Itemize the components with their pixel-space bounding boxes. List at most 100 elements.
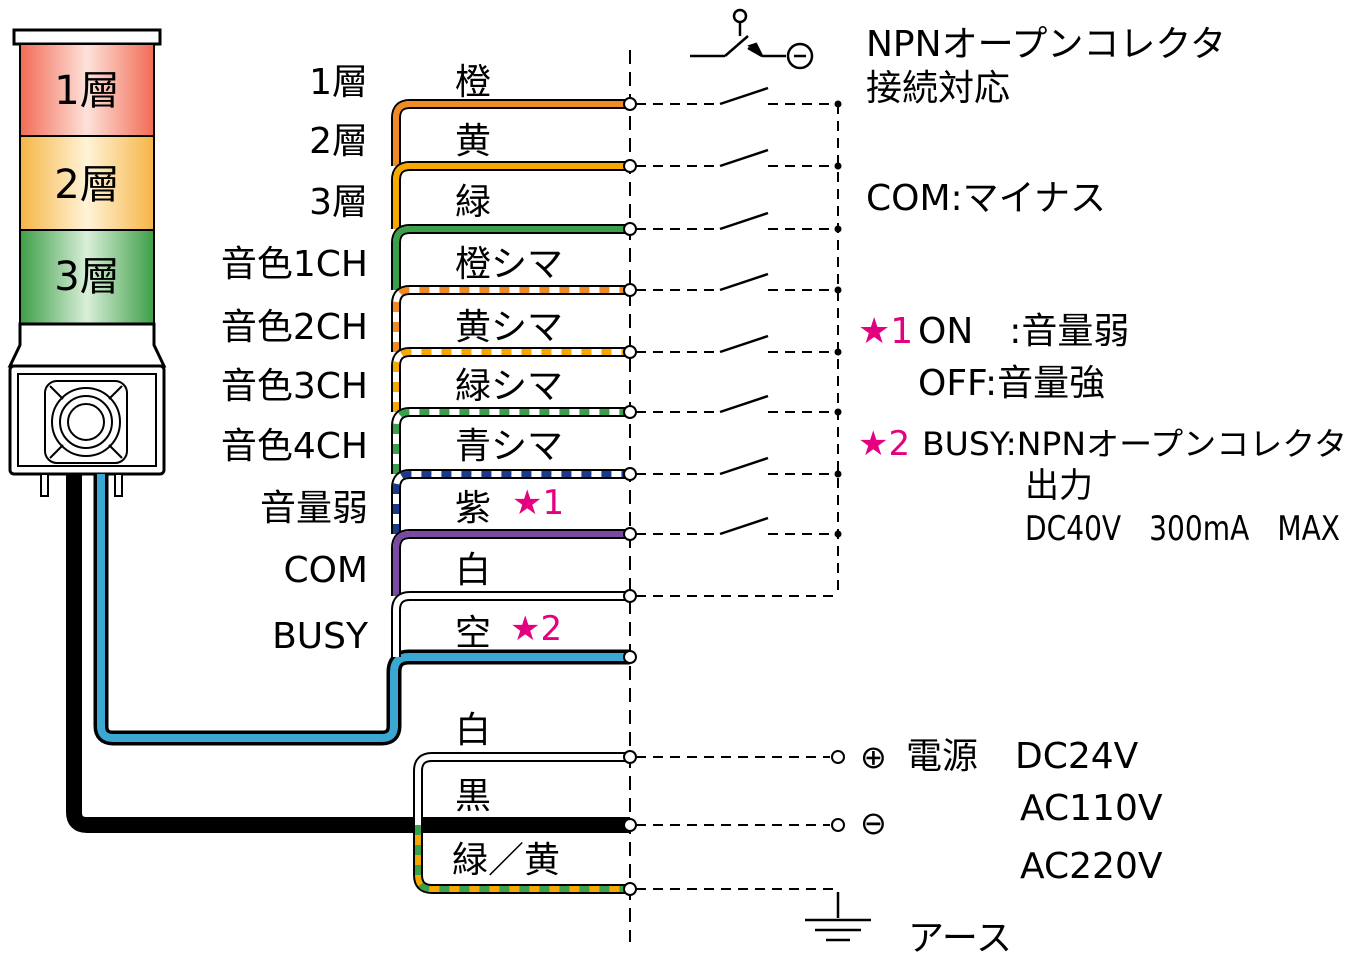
tier-3-label: 3層: [54, 254, 119, 300]
signal-cable: [97, 474, 630, 742]
signal-wire-2-stripe: [393, 163, 630, 229]
function-label-4: 音色1CH: [221, 244, 368, 285]
function-label-10: BUSY: [272, 616, 369, 657]
signal-wire-1-stripe: [393, 101, 630, 166]
signal-wire-7-stripe: [393, 471, 630, 534]
terminal-5: [623, 345, 637, 359]
note1-line1: ON :音量弱: [918, 311, 1129, 352]
buzzer-frame: [17, 373, 157, 467]
cable-group: [66, 99, 630, 894]
function-label-3: 3層: [309, 182, 368, 223]
power-plus-icon: ⊕: [860, 738, 887, 776]
switch-contact-5: [719, 334, 769, 354]
function-labels: 1層 2層 3層 音色1CH 音色2CH 音色3CH 音色4CH 音量弱 COM…: [221, 62, 369, 657]
power-ac110v: AC110V: [1020, 788, 1163, 829]
tier-2-label: 2層: [54, 162, 119, 208]
wire-label-10: 空: [455, 613, 491, 654]
power-wire-1-base: [415, 754, 630, 825]
signal-wire-1-outline: [391, 99, 630, 166]
signal-wire-3-stripe: [393, 226, 630, 290]
terminal-10: [623, 650, 637, 664]
tower-neck: [7, 322, 167, 368]
terminal-2: [623, 159, 637, 173]
note1-star: ★1: [858, 311, 913, 352]
terminal-3: [623, 222, 637, 236]
terminal-6: [623, 405, 637, 419]
wire-label-3: 緑: [455, 182, 491, 223]
tier-2-lens: [19, 135, 155, 231]
wire-label-10-mark: ★2: [510, 609, 562, 649]
power-terminal-1: [831, 750, 845, 764]
tier-1-lens: [19, 43, 155, 137]
function-label-8: 音量弱: [260, 488, 368, 529]
mounting-screws: [40, 473, 123, 497]
switch-node-4: [834, 286, 842, 294]
wire-label-8: 紫: [455, 488, 491, 529]
wire-label-6: 緑シマ: [455, 366, 563, 407]
signal-wire-9-base: [393, 593, 630, 657]
speaker-icon: [44, 380, 128, 464]
earth-label: アース: [908, 918, 1012, 959]
signal-wire-6-stripe: [393, 409, 630, 474]
signal-wire-8-base: [393, 531, 630, 596]
signal-wire-2-outline: [391, 161, 630, 229]
power-wire-1-outline: [413, 752, 630, 825]
signal-wire-8-stripe: [393, 531, 630, 596]
switch-contact-6: [719, 394, 769, 414]
wire-label-9: 白: [455, 550, 491, 591]
power-dc24v: DC24V: [1015, 736, 1139, 777]
terminal-7: [623, 467, 637, 481]
terminal-9: [623, 589, 637, 603]
note2-line1: BUSY:NPNオープンコレクタ: [922, 425, 1347, 463]
earth-ground-icon: [805, 892, 871, 942]
function-label-6: 音色3CH: [221, 366, 368, 407]
switch-node-7: [834, 470, 842, 478]
npn-note-line1: NPNオープンコレクタ: [866, 24, 1226, 65]
com-note: COM:マイナス: [866, 178, 1106, 219]
terminal-8: [623, 527, 637, 541]
tier-1-label: 1層: [54, 68, 119, 114]
terminal-11: [623, 750, 637, 764]
function-label-1: 1層: [309, 62, 368, 103]
npn-note-line2: 接続対応: [866, 68, 1010, 109]
note2-line3: DC40V 300mA MAX: [1025, 509, 1340, 549]
power-ac220v: AC220V: [1020, 846, 1163, 887]
wire-label-1: 橙: [455, 62, 491, 103]
power-terminal-2: [831, 818, 845, 832]
wire-color-labels: 橙 黄 緑 橙シマ 黄シマ 緑シマ 青シマ 紫 ★1 白 空 ★2 白 黒 緑／…: [452, 62, 564, 881]
signal-wire-8-outline: [391, 529, 630, 596]
note1-line2: OFF:音量強: [918, 363, 1105, 404]
signal-wire-1-base: [393, 101, 630, 166]
npn-symbol: [690, 8, 814, 70]
switch-contact-7: [719, 456, 769, 476]
power-minus-icon: ⊖: [860, 804, 887, 842]
note2-star: ★2: [858, 424, 910, 464]
signal-wire-5-stripe: [393, 349, 630, 412]
wire-label-2: 黄: [455, 121, 491, 162]
switch-contact-1: [719, 86, 769, 106]
power-label: 電源: [906, 736, 978, 777]
switch-contact-3: [719, 211, 769, 231]
wire-label-7: 青シマ: [455, 426, 563, 467]
power-wire-label-2: 黒: [455, 776, 491, 817]
signal-wire-4-stripe: [393, 287, 630, 352]
switch-contact-2: [719, 148, 769, 168]
function-label-5: 音色2CH: [221, 307, 368, 348]
terminal-13: [623, 882, 637, 896]
function-label-7: 音色4CH: [221, 426, 368, 467]
wire-label-4: 橙シマ: [455, 244, 563, 285]
note2-line2: 出力: [1025, 466, 1093, 506]
switch-contact-4: [719, 272, 769, 292]
terminal-4: [623, 283, 637, 297]
power-cable: [66, 474, 630, 833]
switch-contact-8: [719, 516, 769, 536]
power-wire-label-1: 白: [455, 710, 491, 751]
signal-tower: 1層 2層 3層: [7, 28, 167, 497]
function-label-9: COM: [283, 550, 368, 591]
switch-node-2: [834, 162, 842, 170]
wire-label-5: 黄シマ: [455, 307, 563, 348]
wire-label-8-mark: ★1: [512, 483, 564, 523]
function-label-2: 2層: [309, 121, 368, 162]
tower-cap: [12, 28, 162, 46]
